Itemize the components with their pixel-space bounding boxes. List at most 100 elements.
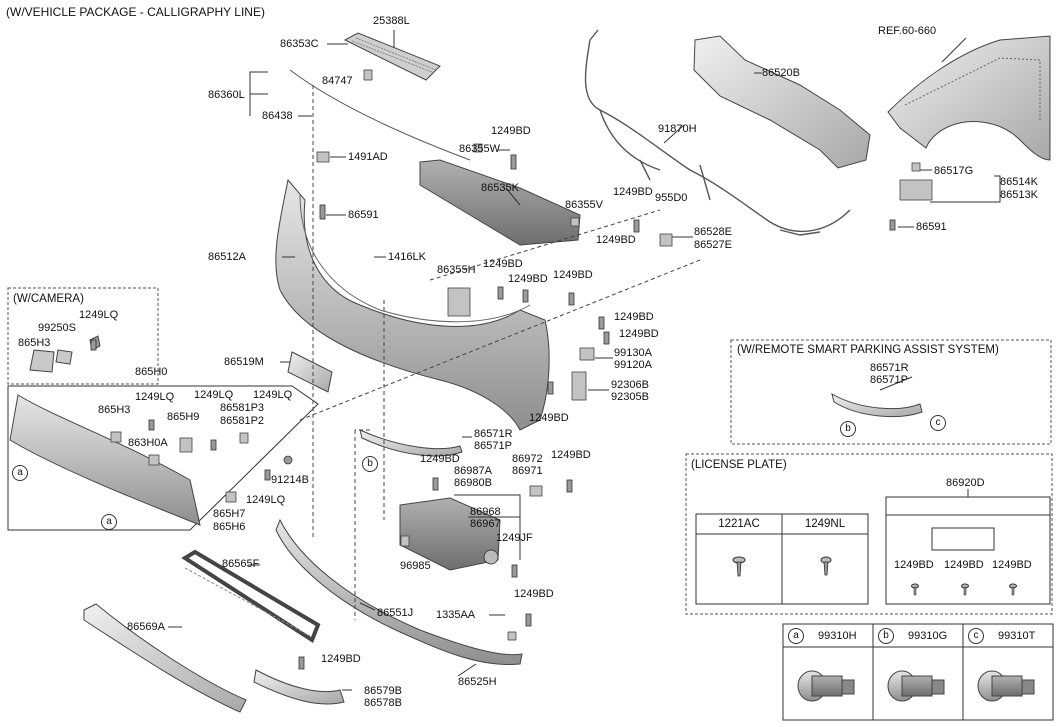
center-module-part (399, 497, 501, 571)
sensor-table (782, 623, 1054, 721)
license-plate-shape (931, 527, 995, 551)
part-label: 1335AA (436, 609, 476, 621)
part-label: 92305B (611, 391, 649, 403)
bumper-beam-bracket (419, 159, 581, 246)
part-label: 86355V (565, 199, 603, 211)
part-label: 1249LQ (79, 309, 119, 321)
part-label: 86581P2 (220, 415, 265, 427)
part-label: 86972 (512, 453, 543, 465)
part-label: 86581P3 (220, 402, 265, 414)
part-label: 86438 (262, 110, 293, 122)
part-label: 86519M (224, 356, 264, 368)
part-label: 86535K (481, 182, 519, 194)
lower-lip-part (275, 518, 523, 666)
license-box-title: (LICENSE PLATE) (691, 459, 787, 471)
part-label: 86353C (280, 38, 319, 50)
camera-bracket-part (29, 349, 55, 373)
part-label: 91214B (271, 474, 309, 486)
part-label: 1249BD (551, 449, 591, 461)
trim-moulding-part (831, 392, 923, 418)
part-label: 1249BD (491, 125, 531, 137)
part-label: 86569A (127, 621, 165, 633)
part-label: 96985 (400, 560, 431, 572)
camera-box-title: (W/CAMERA) (13, 293, 84, 305)
parking-box-title: (W/REMOTE SMART PARKING ASSIST SYSTEM) (737, 344, 999, 356)
part-label: 86578B (364, 697, 402, 709)
bolt-icons (90, 154, 896, 670)
part-label: 86579B (364, 685, 402, 697)
callout-a: a (12, 465, 28, 481)
part-label: 1249BD (553, 269, 593, 281)
part-label: 86571R (870, 362, 909, 374)
sensor-callout: c (968, 628, 984, 644)
callout-b: b (840, 421, 856, 437)
part-label: 86571P (870, 374, 908, 386)
diagram-title: (W/VEHICLE PACKAGE - CALLIGRAPHY LINE) (6, 5, 265, 19)
part-label: 86971 (512, 465, 543, 477)
fender-part (887, 35, 1051, 161)
screw-icon (911, 583, 919, 596)
screw-1249NL-icon (820, 556, 832, 576)
part-label: 86591 (348, 209, 379, 221)
part-label: 86591 (916, 221, 947, 233)
sensor-part-label: 99310H (818, 630, 857, 642)
part-label: 86968 (470, 506, 501, 518)
part-label: 863H0A (128, 437, 168, 449)
part-label: 99120A (614, 359, 652, 371)
trim-moulding-part (359, 429, 463, 457)
part-label: 1416LK (388, 251, 426, 263)
lower-grille-part (83, 603, 247, 713)
part-label: 86571P (474, 440, 512, 452)
part-label: 86980B (454, 477, 492, 489)
part-label: 865H3 (98, 404, 131, 416)
part-label: 1491AD (348, 151, 388, 163)
part-label: 86355H (437, 264, 476, 276)
license-box (685, 453, 1053, 615)
part-label: 86360L (208, 89, 245, 101)
part-label: 25388L (373, 15, 410, 27)
camera-box (7, 287, 159, 385)
part-label: 86527E (694, 239, 732, 251)
parking-sensor-icon (977, 670, 1035, 702)
part-label: 865H9 (167, 411, 200, 423)
bumper-cover-part (275, 178, 550, 431)
part-label: 1249JF (496, 532, 533, 544)
part-label: 865H6 (213, 521, 246, 533)
part-label: 86520B (762, 67, 800, 79)
part-label: 1249BD (508, 273, 548, 285)
part-label: 91870H (658, 123, 697, 135)
part-label: 86565F (222, 558, 260, 570)
part-label: 86513K (1000, 189, 1038, 201)
part-label: 865H7 (213, 508, 246, 520)
callout-a: a (101, 514, 117, 530)
part-label: 865H0 (135, 366, 168, 378)
part-label: 86571R (474, 428, 513, 440)
energy-absorber-part (693, 35, 871, 169)
callout-b: b (362, 456, 378, 472)
part-label: 86987A (454, 465, 492, 477)
part-label: 1249BD (321, 653, 361, 665)
part-label: 1249BD (614, 311, 654, 323)
lower-grille-part (181, 549, 321, 643)
part-label: 86512A (208, 251, 246, 263)
leader-lines (299, 85, 701, 620)
skirt-group-outline (7, 385, 319, 531)
screw-icon (961, 583, 969, 596)
sensor-callout: a (788, 628, 804, 644)
part-label: 1249BD (619, 328, 659, 340)
part-label: 86517G (934, 165, 974, 177)
sensor-callout: b (878, 628, 894, 644)
part-label: 86528E (694, 226, 732, 238)
part-label: 99250S (38, 322, 76, 334)
part-label: 1249BD (420, 453, 460, 465)
part-label: 955D0 (655, 192, 688, 204)
wiring-harness (584, 29, 851, 236)
parking-sensor-icon (797, 670, 855, 702)
part-label: 1249BD (514, 588, 554, 600)
solid-leaders (168, 30, 1001, 691)
hood-line (289, 69, 471, 161)
part-label: 92306B (611, 379, 649, 391)
license-bracket-part (287, 351, 333, 393)
parking-sensor-icon (887, 670, 945, 702)
part-label: 1249BD (613, 186, 653, 198)
